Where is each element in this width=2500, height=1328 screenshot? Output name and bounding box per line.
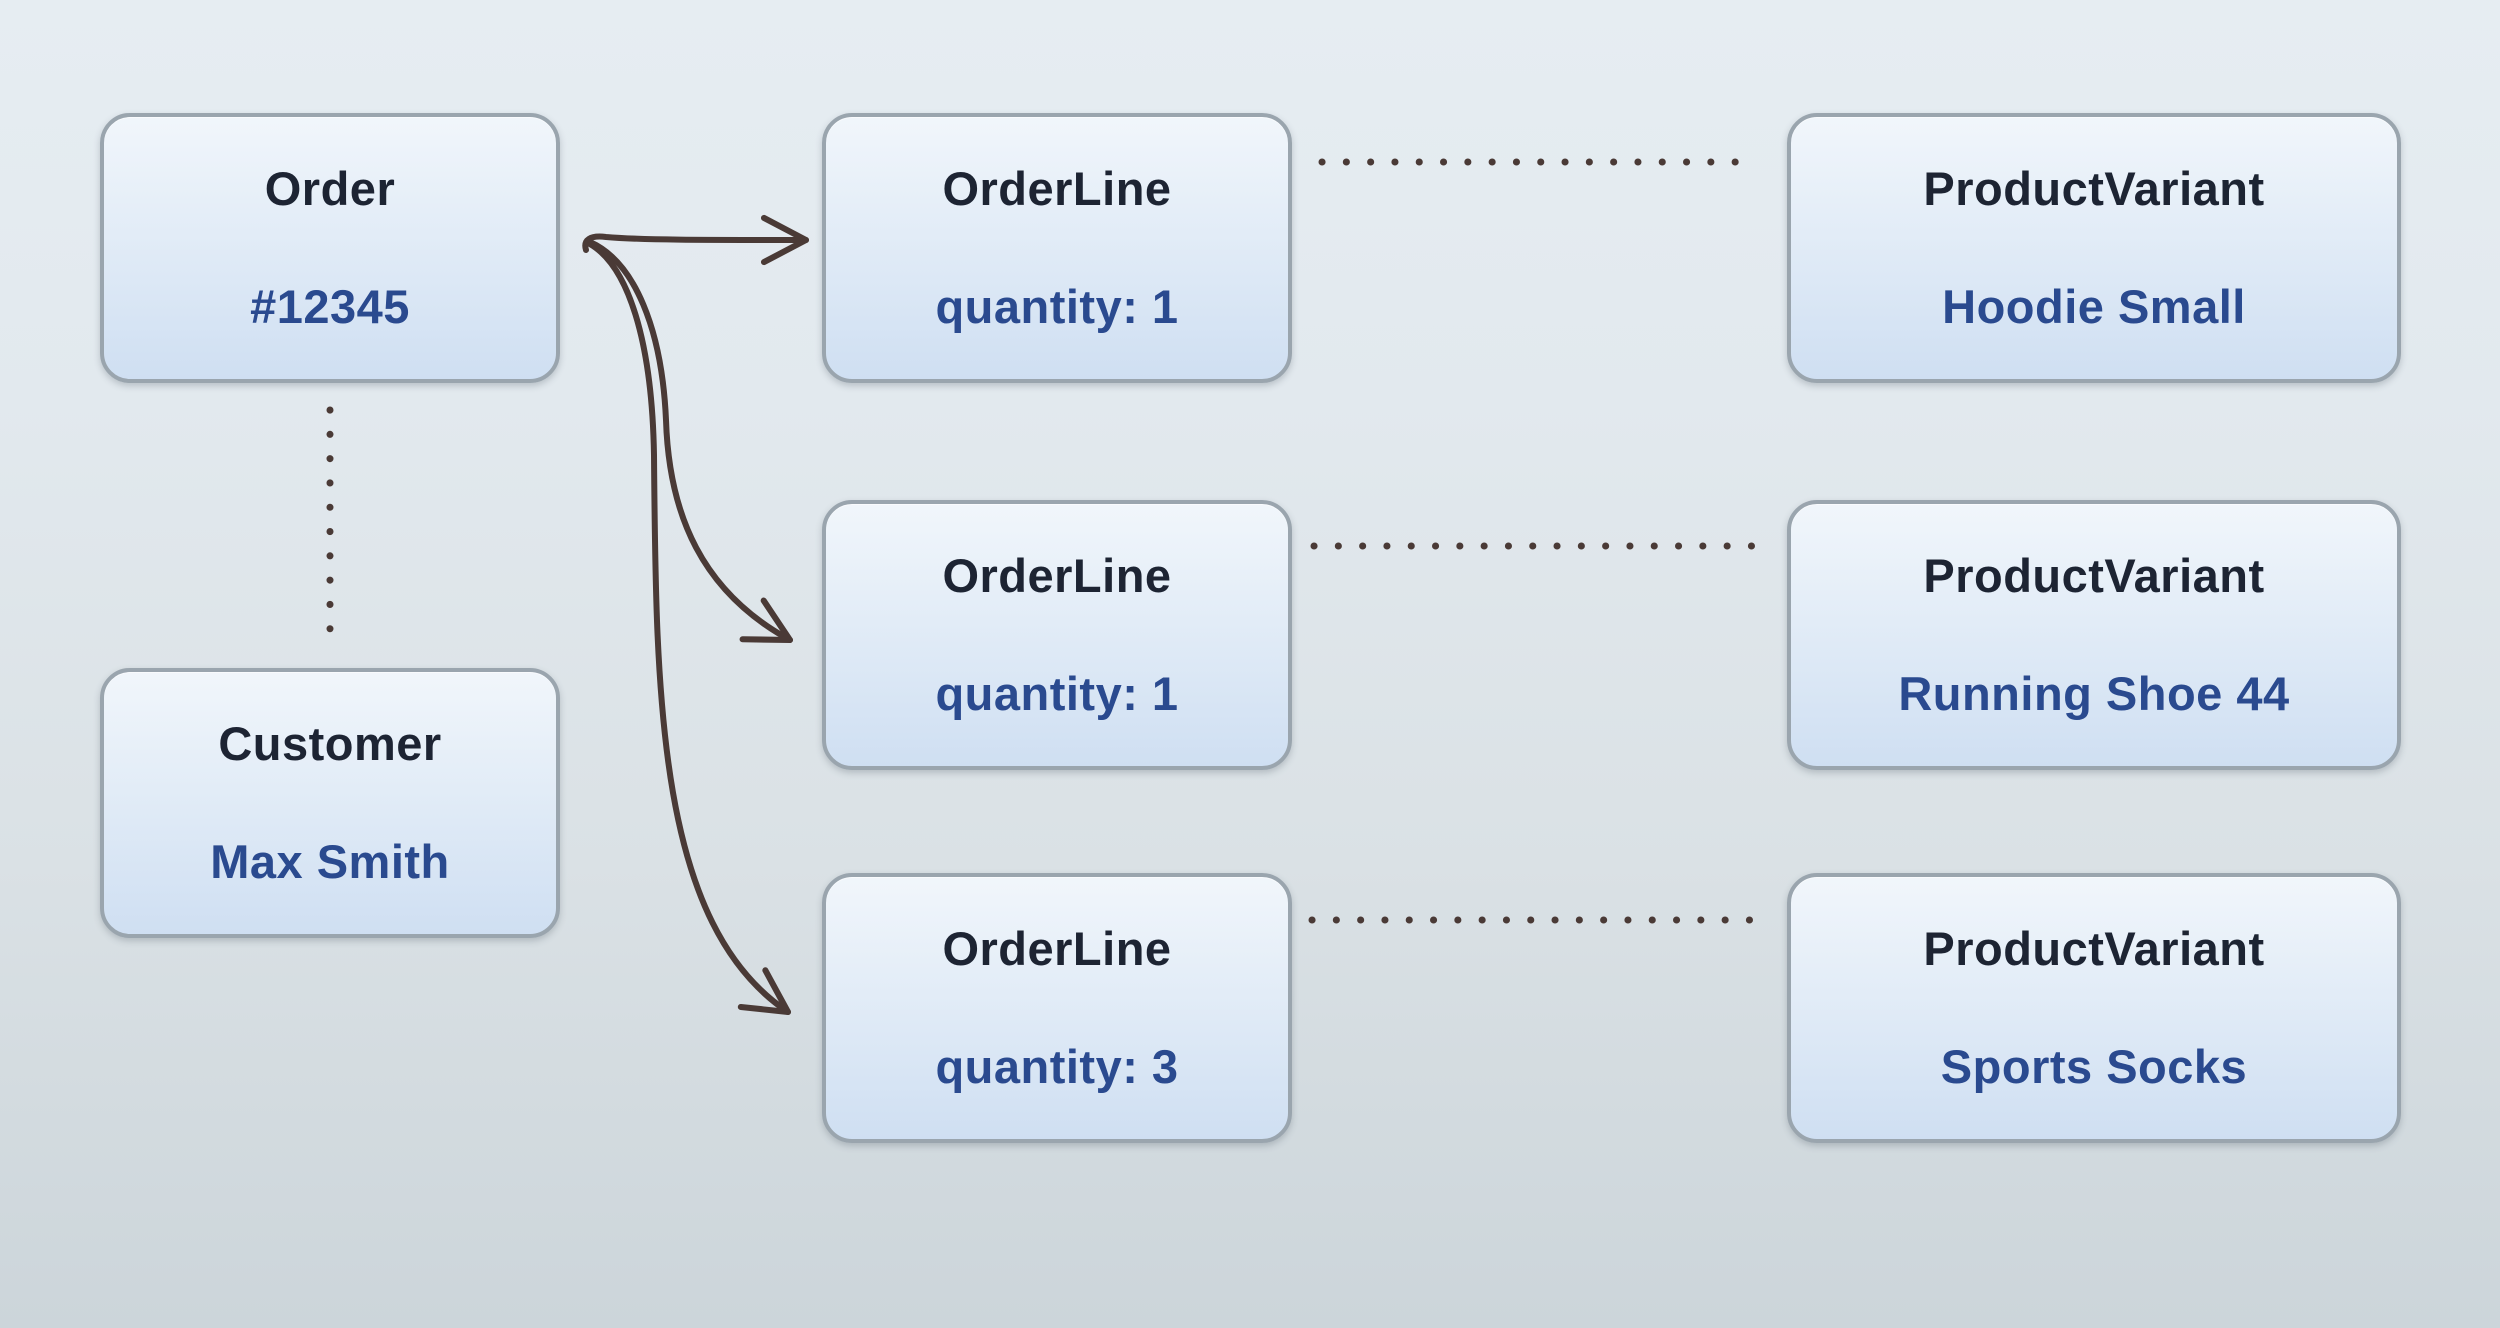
node-value: quantity: 3	[935, 1040, 1179, 1093]
productvariant-node-2: ProductVariant Running Shoe 44	[1787, 500, 2401, 770]
node-value: Running Shoe 44	[1898, 667, 2290, 720]
node-value: quantity: 1	[935, 667, 1179, 720]
productvariant-node-1: ProductVariant Hoodie Small	[1787, 113, 2401, 383]
arrow-order-to-orderline-2	[587, 239, 794, 644]
orderline-node-2: OrderLine quantity: 1	[822, 500, 1292, 770]
customer-node: Customer Max Smith	[100, 668, 560, 938]
node-title: ProductVariant	[1923, 162, 2265, 215]
node-title: OrderLine	[942, 162, 1172, 215]
node-value: quantity: 1	[935, 280, 1179, 333]
orderline-node-1: OrderLine quantity: 1	[822, 113, 1292, 383]
node-title: OrderLine	[942, 549, 1172, 602]
node-value: Hoodie Small	[1942, 280, 2246, 333]
productvariant-node-3: ProductVariant Sports Socks	[1787, 873, 2401, 1143]
node-title: ProductVariant	[1923, 549, 2265, 602]
node-value: Sports Socks	[1940, 1040, 2248, 1093]
node-title: Order	[264, 162, 396, 215]
orderline-node-3: OrderLine quantity: 3	[822, 873, 1292, 1143]
arrow-order-to-orderline-1	[582, 214, 810, 266]
arrow-order-to-orderline-3	[587, 241, 792, 1016]
node-title: ProductVariant	[1923, 922, 2265, 975]
node-value: Max Smith	[210, 835, 450, 888]
node-value: #12345	[250, 280, 410, 333]
node-title: Customer	[218, 717, 442, 770]
order-node: Order #12345	[100, 113, 560, 383]
node-title: OrderLine	[942, 922, 1172, 975]
